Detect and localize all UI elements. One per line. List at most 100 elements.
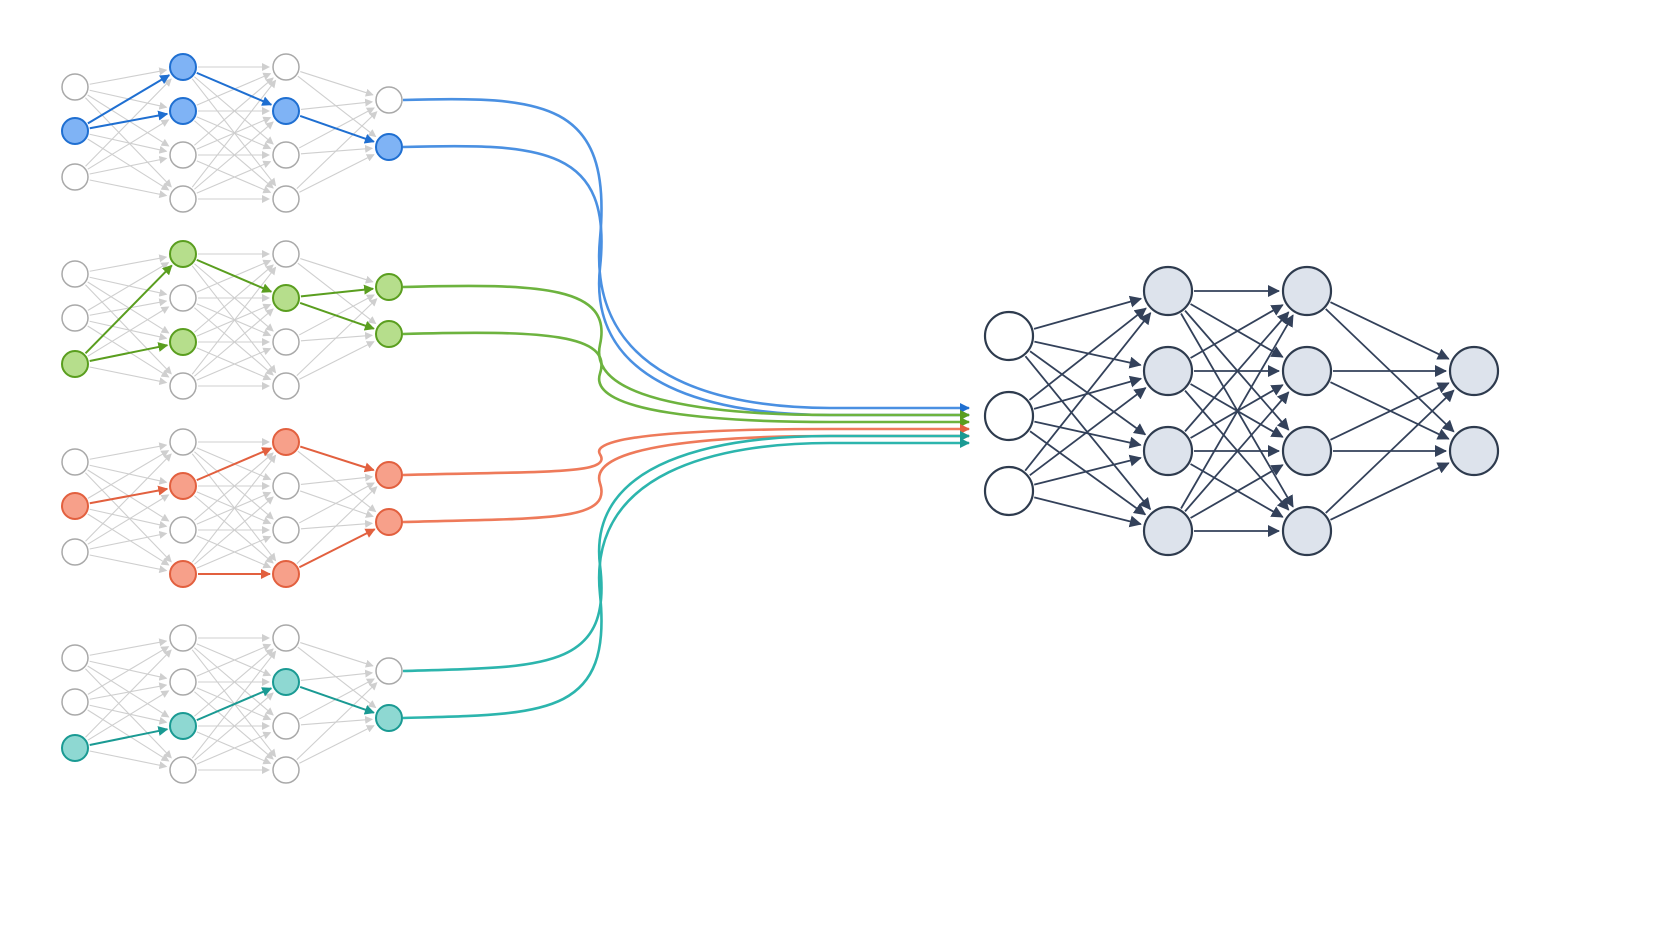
edge <box>194 308 274 377</box>
edge <box>297 75 377 138</box>
orange-active-node <box>272 560 300 588</box>
connections-layer <box>402 97 970 720</box>
teal-path-edge <box>196 687 273 722</box>
inactive-node <box>272 516 300 544</box>
edge <box>299 490 374 518</box>
edge <box>87 138 170 191</box>
edge <box>194 452 274 521</box>
main-edge <box>1024 312 1152 472</box>
green-connection-curve <box>402 284 970 420</box>
inactive-node <box>169 428 197 456</box>
edge <box>299 154 375 193</box>
main-edge <box>1184 391 1290 512</box>
main-edge <box>1330 462 1450 521</box>
inactive-node <box>272 53 300 81</box>
blue-path-edge <box>89 110 169 130</box>
inactive-node <box>169 185 197 213</box>
inactive-node <box>272 712 300 740</box>
inactive-node <box>272 185 300 213</box>
edge <box>196 731 272 765</box>
orange-active-node <box>169 560 197 588</box>
inactive-node <box>61 644 89 672</box>
edge <box>296 298 378 377</box>
main-node <box>1142 505 1194 557</box>
edge <box>89 254 168 272</box>
edge <box>196 347 272 381</box>
edge <box>297 646 377 709</box>
blue-active-node <box>375 133 403 161</box>
edge <box>297 450 377 513</box>
green-active-node <box>375 320 403 348</box>
blue-connection-curve <box>402 144 970 420</box>
main-node <box>1281 425 1333 477</box>
teal-connection-curve <box>402 438 970 720</box>
main-node <box>1281 265 1333 317</box>
blue-path-edge <box>87 74 171 125</box>
inactive-node <box>61 73 89 101</box>
green-path-edge <box>196 258 273 293</box>
inactive-node <box>169 141 197 169</box>
inactive-node <box>169 372 197 400</box>
edge <box>296 111 378 190</box>
main-edge <box>1034 420 1142 449</box>
green-active-node <box>61 350 89 378</box>
edge <box>89 366 168 386</box>
inactive-node <box>61 688 89 716</box>
edge <box>89 155 168 175</box>
edge <box>87 494 170 545</box>
orange-active-node <box>61 492 89 520</box>
edge <box>87 306 170 357</box>
green-path-edge <box>89 342 169 362</box>
edge <box>87 513 170 566</box>
edge <box>89 704 168 725</box>
edge <box>194 120 274 189</box>
orange-active-node <box>375 508 403 536</box>
main-node <box>1142 265 1194 317</box>
edge <box>196 643 272 677</box>
nodes-layer <box>61 53 1500 784</box>
inactive-node <box>61 448 89 476</box>
edge <box>87 450 170 499</box>
edges-layer <box>84 63 1455 774</box>
edge <box>87 709 170 762</box>
teal-active-node <box>169 712 197 740</box>
edge <box>296 486 378 565</box>
blue-active-node <box>61 117 89 145</box>
edge <box>85 284 172 375</box>
blue-path-edge <box>299 115 375 144</box>
main-input-node <box>983 465 1035 517</box>
main-edge <box>1029 430 1147 516</box>
main-edge <box>1330 301 1450 360</box>
green-active-node <box>375 273 403 301</box>
edge <box>85 472 172 563</box>
teal-active-node <box>375 704 403 732</box>
inactive-node <box>169 668 197 696</box>
main-input-node <box>983 310 1035 362</box>
inactive-node <box>272 624 300 652</box>
inactive-node <box>272 141 300 169</box>
edge <box>300 669 374 681</box>
main-edge <box>1180 314 1294 509</box>
main-node <box>1142 425 1194 477</box>
edge <box>87 646 170 695</box>
edge <box>299 725 375 764</box>
teal-path-edge <box>89 726 169 746</box>
edge <box>89 133 168 154</box>
edge <box>89 298 168 316</box>
edge <box>87 690 170 741</box>
edge <box>194 692 274 761</box>
teal-active-node <box>272 668 300 696</box>
edge <box>85 97 172 188</box>
inactive-node <box>61 538 89 566</box>
edge <box>87 119 170 170</box>
edge <box>300 642 374 668</box>
edge <box>87 262 170 311</box>
main-edge <box>1325 389 1455 514</box>
main-node <box>1142 345 1194 397</box>
orange-active-node <box>169 472 197 500</box>
inactive-node <box>61 304 89 332</box>
edge <box>300 473 374 485</box>
main-edge <box>1184 311 1290 432</box>
edge <box>194 121 274 190</box>
